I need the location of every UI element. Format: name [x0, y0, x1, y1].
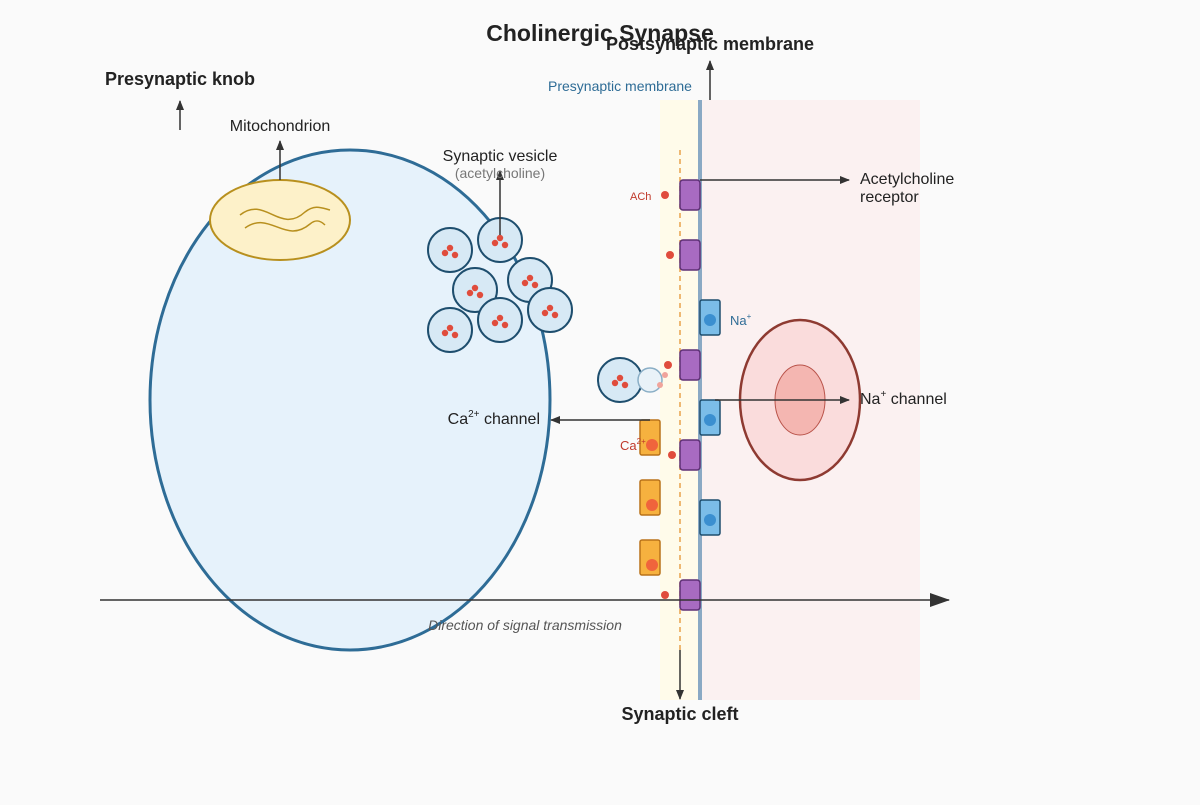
acetylcholine-receptors — [679, 179, 701, 611]
synaptic-vesicle — [452, 267, 498, 313]
ach-dots-in-cleft — [661, 191, 676, 599]
ach-molecule-dot — [521, 279, 529, 287]
ach-molecule-dot — [661, 191, 669, 199]
ach-molecule-dot — [471, 284, 479, 292]
ach-molecule-dot — [476, 291, 484, 299]
sodium-channel-label: Na+ channel — [860, 389, 947, 408]
calcium-channel — [639, 419, 661, 456]
ach-molecule-dot — [661, 591, 669, 599]
ach-molecule-dot — [446, 244, 454, 252]
synaptic-vesicle-label: Synaptic vesicle — [443, 148, 558, 165]
ach-molecule-dot — [541, 309, 549, 317]
calcium-channels — [639, 419, 661, 576]
sodium-ion-dot — [704, 514, 716, 526]
synaptic-vesicle — [427, 307, 473, 353]
ach-molecule-dot — [526, 274, 534, 282]
synaptic-vesicle — [427, 227, 473, 273]
calcium-channel — [639, 539, 661, 576]
sodium-ion-dot — [704, 314, 716, 326]
postsynaptic-membrane-label: Postsynaptic membrane — [606, 34, 814, 54]
acetylcholine-receptor-label-line1: Acetylcholine — [860, 171, 954, 188]
fusing-vesicle — [637, 367, 668, 393]
ach-molecule-dot — [616, 374, 624, 382]
acetylcholine-receptor — [679, 439, 701, 471]
synaptic-vesicle-cluster — [427, 217, 643, 403]
calcium-ion-label: Ca2+ — [620, 437, 646, 453]
released-ach-dot — [657, 382, 663, 388]
ach-molecule-dot — [551, 311, 559, 319]
mitochondrion-body — [209, 179, 351, 261]
synaptic-vesicle-sublabel: (acetylcholine) — [455, 165, 545, 181]
ach-molecule-dot — [501, 321, 509, 329]
presynaptic-knob — [148, 148, 552, 652]
synaptic-cleft-label: Synaptic cleft — [621, 704, 738, 724]
ach-molecule-dot — [611, 379, 619, 387]
ach-molecule-dot — [491, 319, 499, 327]
ach-molecule-dot — [666, 251, 674, 259]
acetylcholine-receptor — [679, 239, 701, 271]
ach-molecule-dot — [466, 289, 474, 297]
calcium-ion-dot — [646, 439, 658, 451]
ach-molecule-dot — [441, 249, 449, 257]
mitochondrion-crista — [244, 220, 326, 232]
ach-molecule-dot — [621, 381, 629, 389]
ach-molecule-dot — [446, 324, 454, 332]
ach-molecule-dot — [496, 234, 504, 242]
sodium-channel — [699, 499, 721, 536]
synaptic-vesicle — [477, 297, 523, 343]
fusing-vesicle-fragment — [637, 367, 663, 393]
ach-molecule-dot — [441, 329, 449, 337]
presynaptic-membrane-label: Presynaptic membrane — [548, 78, 692, 94]
acetylcholine-receptor — [679, 579, 701, 611]
presynaptic-knob-label: Presynaptic knob — [105, 69, 255, 89]
ach-label: ACh — [630, 191, 651, 203]
sodium-channels — [699, 299, 721, 536]
sodium-ion-label: Na+ — [730, 312, 752, 328]
ach-molecule-dot — [668, 451, 676, 459]
sodium-channel — [699, 399, 721, 436]
calcium-ion-dot — [646, 499, 658, 511]
calcium-channel-label: Ca2+ channel — [448, 409, 540, 428]
diagram-title: Cholinergic Synapse — [486, 20, 714, 46]
ach-molecule-dot — [451, 331, 459, 339]
acetylcholine-receptor — [679, 179, 701, 211]
calcium-channel — [639, 479, 661, 516]
mitochondrion — [209, 179, 351, 261]
ach-molecule-dot — [501, 241, 509, 249]
mitochondrion-crista — [239, 206, 331, 221]
sodium-channel — [699, 299, 721, 336]
ach-molecule-dot — [496, 314, 504, 322]
ach-molecule-dot — [664, 361, 672, 369]
ach-molecule-dot — [531, 281, 539, 289]
acetylcholine-receptor — [679, 349, 701, 381]
synaptic-vesicle — [597, 357, 643, 403]
mitochondrion-label: Mitochondrion — [230, 118, 331, 135]
ach-molecule-dot — [451, 251, 459, 259]
sodium-ion-dot — [704, 414, 716, 426]
ach-molecule-dot — [546, 304, 554, 312]
signal-direction-label: Direction of signal transmission — [428, 617, 622, 633]
synaptic-vesicle — [527, 287, 573, 333]
ach-molecule-dot — [491, 239, 499, 247]
calcium-ion-dot — [646, 559, 658, 571]
acetylcholine-receptor-label-line2: receptor — [860, 189, 919, 206]
released-ach-dot — [662, 372, 668, 378]
